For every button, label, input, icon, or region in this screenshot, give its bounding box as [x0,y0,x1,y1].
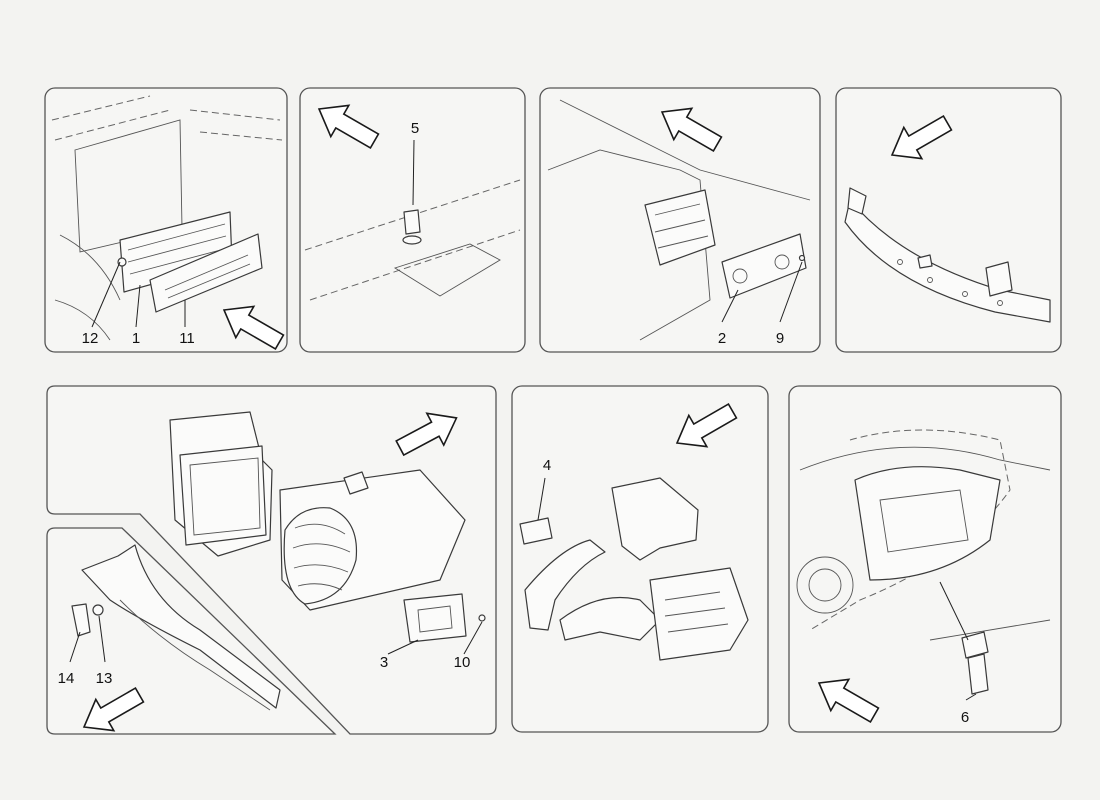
callout-14: 14 [58,670,75,687]
panel-3-drawing [547,99,811,341]
panel-8: 6 [788,385,1062,733]
callout-6: 6 [961,709,969,726]
panel-5: 3 10 [46,385,497,735]
leader-line-9 [779,261,803,323]
panel-1-frame [44,87,288,353]
leader-line-1 [135,284,141,328]
panel-6-drawing [71,544,281,711]
leader-line-5 [412,139,415,206]
panel-8-drawing [796,429,1051,695]
panel-2-drawing [304,179,521,301]
callout-11: 11 [179,330,195,347]
panel-1: 12 1 11 [44,87,288,353]
leader-line-13 [98,615,106,663]
direction-arrow-icon [82,686,145,732]
callout-3: 3 [380,654,388,671]
panel-7: 4 [511,385,769,733]
panel-1-drawing [51,95,283,341]
panel-4-drawing [844,187,1051,323]
direction-arrow-icon [395,412,458,457]
direction-arrow-icon [222,305,285,351]
callout-13: 13 [96,670,113,687]
callout-9: 9 [776,330,784,347]
callout-2: 2 [718,330,726,347]
panel-6: 14 13 [46,527,337,735]
panel-2: 5 [299,87,526,353]
leader-line-4 [537,477,546,521]
leader-line-12 [91,261,121,328]
leader-line-6b [939,581,969,641]
direction-arrow-icon [890,114,953,160]
direction-arrow-icon [675,402,738,448]
leader-line-2 [721,289,739,323]
panel-5-drawing [169,411,486,643]
direction-arrow-icon [317,104,380,150]
direction-arrow-icon [817,678,880,724]
leader-line-3 [387,639,419,655]
leader-line-6 [965,693,977,701]
callout-1: 1 [132,330,140,347]
panel-5-frame [46,385,497,735]
panel-7-drawing [519,477,749,661]
panel-3: 2 9 [539,87,821,353]
callout-10: 10 [454,654,471,671]
callout-4: 4 [543,457,551,474]
callout-12: 12 [82,330,99,347]
callout-5: 5 [411,120,419,137]
leader-line-14 [69,631,81,663]
direction-arrow-icon [660,107,723,153]
leader-line-10 [463,621,483,655]
panel-4 [835,87,1062,353]
